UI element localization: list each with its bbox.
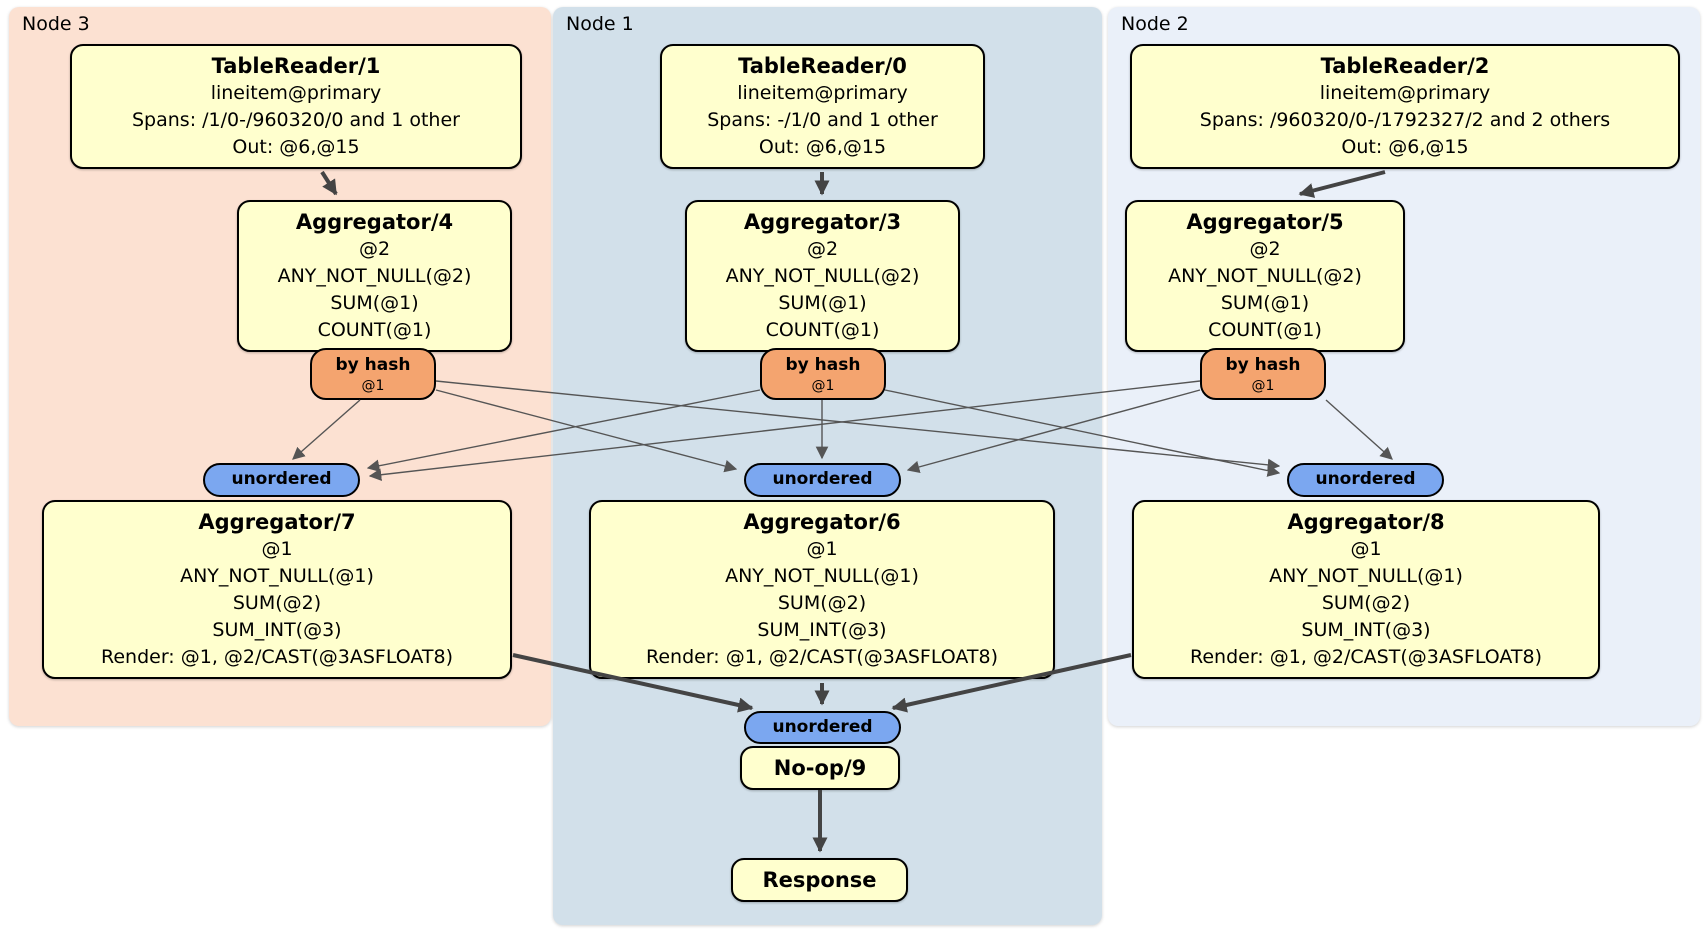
- processor-title: TableReader/1: [211, 54, 381, 78]
- processor-aggregator-5: Aggregator/5 @2 ANY_NOT_NULL(@2) SUM(@1)…: [1125, 200, 1405, 352]
- processor-detail: Render: @1, @2/CAST(@3ASFLOAT8): [101, 646, 453, 668]
- processor-detail: Out: @6,@15: [1341, 136, 1469, 158]
- processor-detail: SUM(@1): [1220, 292, 1310, 314]
- router-detail: @1: [811, 378, 835, 394]
- processor-detail: SUM(@2): [232, 592, 322, 614]
- processor-detail: @1: [261, 538, 293, 560]
- processor-detail: SUM(@2): [1321, 592, 1411, 614]
- processor-detail: SUM_INT(@3): [757, 619, 887, 641]
- processor-detail: COUNT(@1): [1208, 319, 1322, 341]
- processor-noop-9: No-op/9: [740, 746, 900, 790]
- processor-tablereader-2: TableReader/2 lineitem@primary Spans: /9…: [1130, 44, 1680, 169]
- processor-title: Aggregator/8: [1287, 510, 1445, 534]
- processor-title: Aggregator/5: [1186, 210, 1344, 234]
- processor-detail: lineitem@primary: [210, 82, 382, 104]
- processor-detail: Spans: -/1/0 and 1 other: [707, 109, 938, 131]
- processor-detail: SUM(@1): [330, 292, 419, 314]
- processor-title: TableReader/0: [738, 54, 907, 78]
- processor-title: TableReader/2: [1320, 54, 1490, 78]
- router-detail: @1: [1251, 378, 1275, 394]
- processor-detail: SUM_INT(@3): [212, 619, 342, 641]
- region-label-node2: Node 2: [1121, 13, 1189, 35]
- processor-response: Response: [731, 858, 908, 902]
- processor-detail: Spans: /960320/0-/1792327/2 and 2 others: [1199, 109, 1611, 131]
- processor-detail: COUNT(@1): [765, 319, 880, 341]
- router-by-hash-4: by hash @1: [310, 348, 436, 400]
- router-label: by hash: [1225, 355, 1301, 375]
- processor-title: Aggregator/4: [295, 210, 454, 234]
- processor-detail: @2: [358, 238, 391, 260]
- processor-detail: SUM(@1): [778, 292, 867, 314]
- router-label: by hash: [785, 355, 861, 375]
- processor-detail: Render: @1, @2/CAST(@3ASFLOAT8): [1190, 646, 1542, 668]
- processor-title: No-op/9: [773, 756, 867, 780]
- processor-aggregator-6: Aggregator/6 @1 ANY_NOT_NULL(@1) SUM(@2)…: [589, 500, 1055, 679]
- processor-detail: ANY_NOT_NULL(@2): [725, 265, 920, 287]
- processor-detail: @2: [806, 238, 839, 260]
- processor-detail: Out: @6,@15: [758, 136, 887, 158]
- processor-detail: Spans: /1/0-/960320/0 and 1 other: [132, 109, 460, 131]
- processor-detail: Render: @1, @2/CAST(@3ASFLOAT8): [646, 646, 998, 668]
- processor-detail: ANY_NOT_NULL(@1): [725, 565, 919, 587]
- router-detail: @1: [361, 378, 385, 394]
- processor-detail: lineitem@primary: [737, 82, 908, 104]
- sync-unordered-7: unordered: [203, 463, 360, 497]
- region-label-node1: Node 1: [566, 13, 634, 35]
- processor-aggregator-4: Aggregator/4 @2 ANY_NOT_NULL(@2) SUM(@1)…: [237, 200, 512, 352]
- processor-detail: ANY_NOT_NULL(@2): [1168, 265, 1362, 287]
- processor-tablereader-0: TableReader/0 lineitem@primary Spans: -/…: [660, 44, 985, 169]
- sync-unordered-8: unordered: [1287, 463, 1444, 497]
- processor-title: Response: [762, 868, 877, 892]
- sync-unordered-6: unordered: [744, 463, 901, 497]
- processor-detail: SUM_INT(@3): [1301, 619, 1431, 641]
- router-by-hash-5: by hash @1: [1200, 348, 1326, 400]
- processor-detail: @2: [1249, 238, 1281, 260]
- processor-title: Aggregator/7: [198, 510, 356, 534]
- processor-detail: SUM(@2): [777, 592, 867, 614]
- processor-title: Aggregator/3: [743, 210, 902, 234]
- processor-title: Aggregator/6: [743, 510, 901, 534]
- processor-detail: @1: [806, 538, 838, 560]
- processor-detail: COUNT(@1): [317, 319, 432, 341]
- router-label: by hash: [335, 355, 411, 375]
- processor-detail: ANY_NOT_NULL(@2): [277, 265, 472, 287]
- processor-aggregator-7: Aggregator/7 @1 ANY_NOT_NULL(@1) SUM(@2)…: [42, 500, 512, 679]
- processor-detail: @1: [1350, 538, 1382, 560]
- sync-unordered-9: unordered: [744, 711, 901, 744]
- processor-aggregator-8: Aggregator/8 @1 ANY_NOT_NULL(@1) SUM(@2)…: [1132, 500, 1600, 679]
- processor-detail: Out: @6,@15: [232, 136, 360, 158]
- region-label-node3: Node 3: [22, 13, 90, 35]
- processor-detail: ANY_NOT_NULL(@1): [1269, 565, 1463, 587]
- processor-tablereader-1: TableReader/1 lineitem@primary Spans: /1…: [70, 44, 522, 169]
- processor-detail: lineitem@primary: [1319, 82, 1491, 104]
- router-by-hash-3: by hash @1: [760, 348, 886, 400]
- processor-detail: ANY_NOT_NULL(@1): [180, 565, 374, 587]
- processor-aggregator-3: Aggregator/3 @2 ANY_NOT_NULL(@2) SUM(@1)…: [685, 200, 960, 352]
